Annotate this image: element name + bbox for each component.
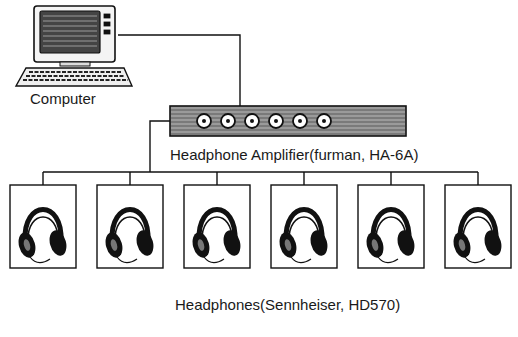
- amplifier-node: Headphone Amplifier(furman, HA-6A): [170, 106, 406, 136]
- connector: [118, 35, 240, 106]
- node-label: Headphone Amplifier(furman, HA-6A): [170, 146, 418, 164]
- computer-node: Computer: [8, 2, 118, 108]
- headphone-icons: [10, 185, 511, 268]
- node-label: Computer: [30, 90, 96, 108]
- node-label: Headphones(Sennheiser, HD570): [175, 296, 400, 314]
- amplifier-icon: [170, 106, 406, 136]
- connector: [150, 121, 170, 172]
- headphone-bus: [43, 172, 478, 185]
- computer-icon: [16, 6, 132, 86]
- headphones-node: Headphones(Sennheiser, HD570): [5, 170, 513, 320]
